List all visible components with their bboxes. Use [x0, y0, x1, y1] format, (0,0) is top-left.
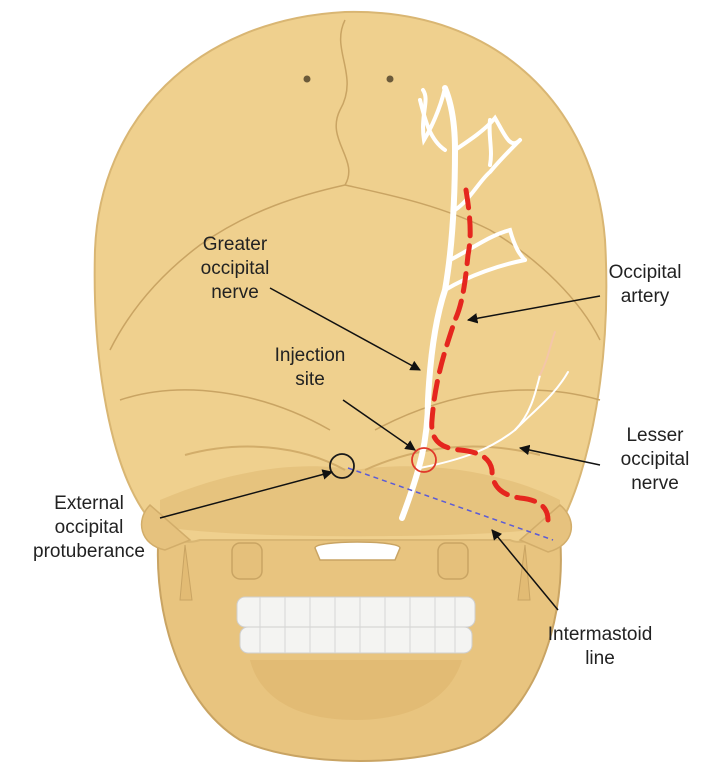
- parietal-foramen-right: [387, 76, 394, 83]
- label-occipital-artery: Occipital artery: [595, 261, 695, 309]
- label-injection-site: Injection site: [255, 344, 365, 392]
- label-external-occipital-protuberance: External occipital protuberance: [14, 492, 164, 564]
- label-lesser-occipital-nerve: Lesser occipital nerve: [600, 424, 710, 496]
- occipital-condyle-right: [438, 543, 468, 579]
- cranium: [95, 12, 607, 542]
- foramen-magnum: [315, 542, 400, 560]
- occipital-condyle-left: [232, 543, 262, 579]
- label-intermastoid-line: Intermastoid line: [530, 623, 670, 671]
- parietal-foramen-left: [304, 76, 311, 83]
- label-greater-occipital-nerve: Greater occipital nerve: [180, 233, 290, 305]
- teeth: [237, 597, 475, 653]
